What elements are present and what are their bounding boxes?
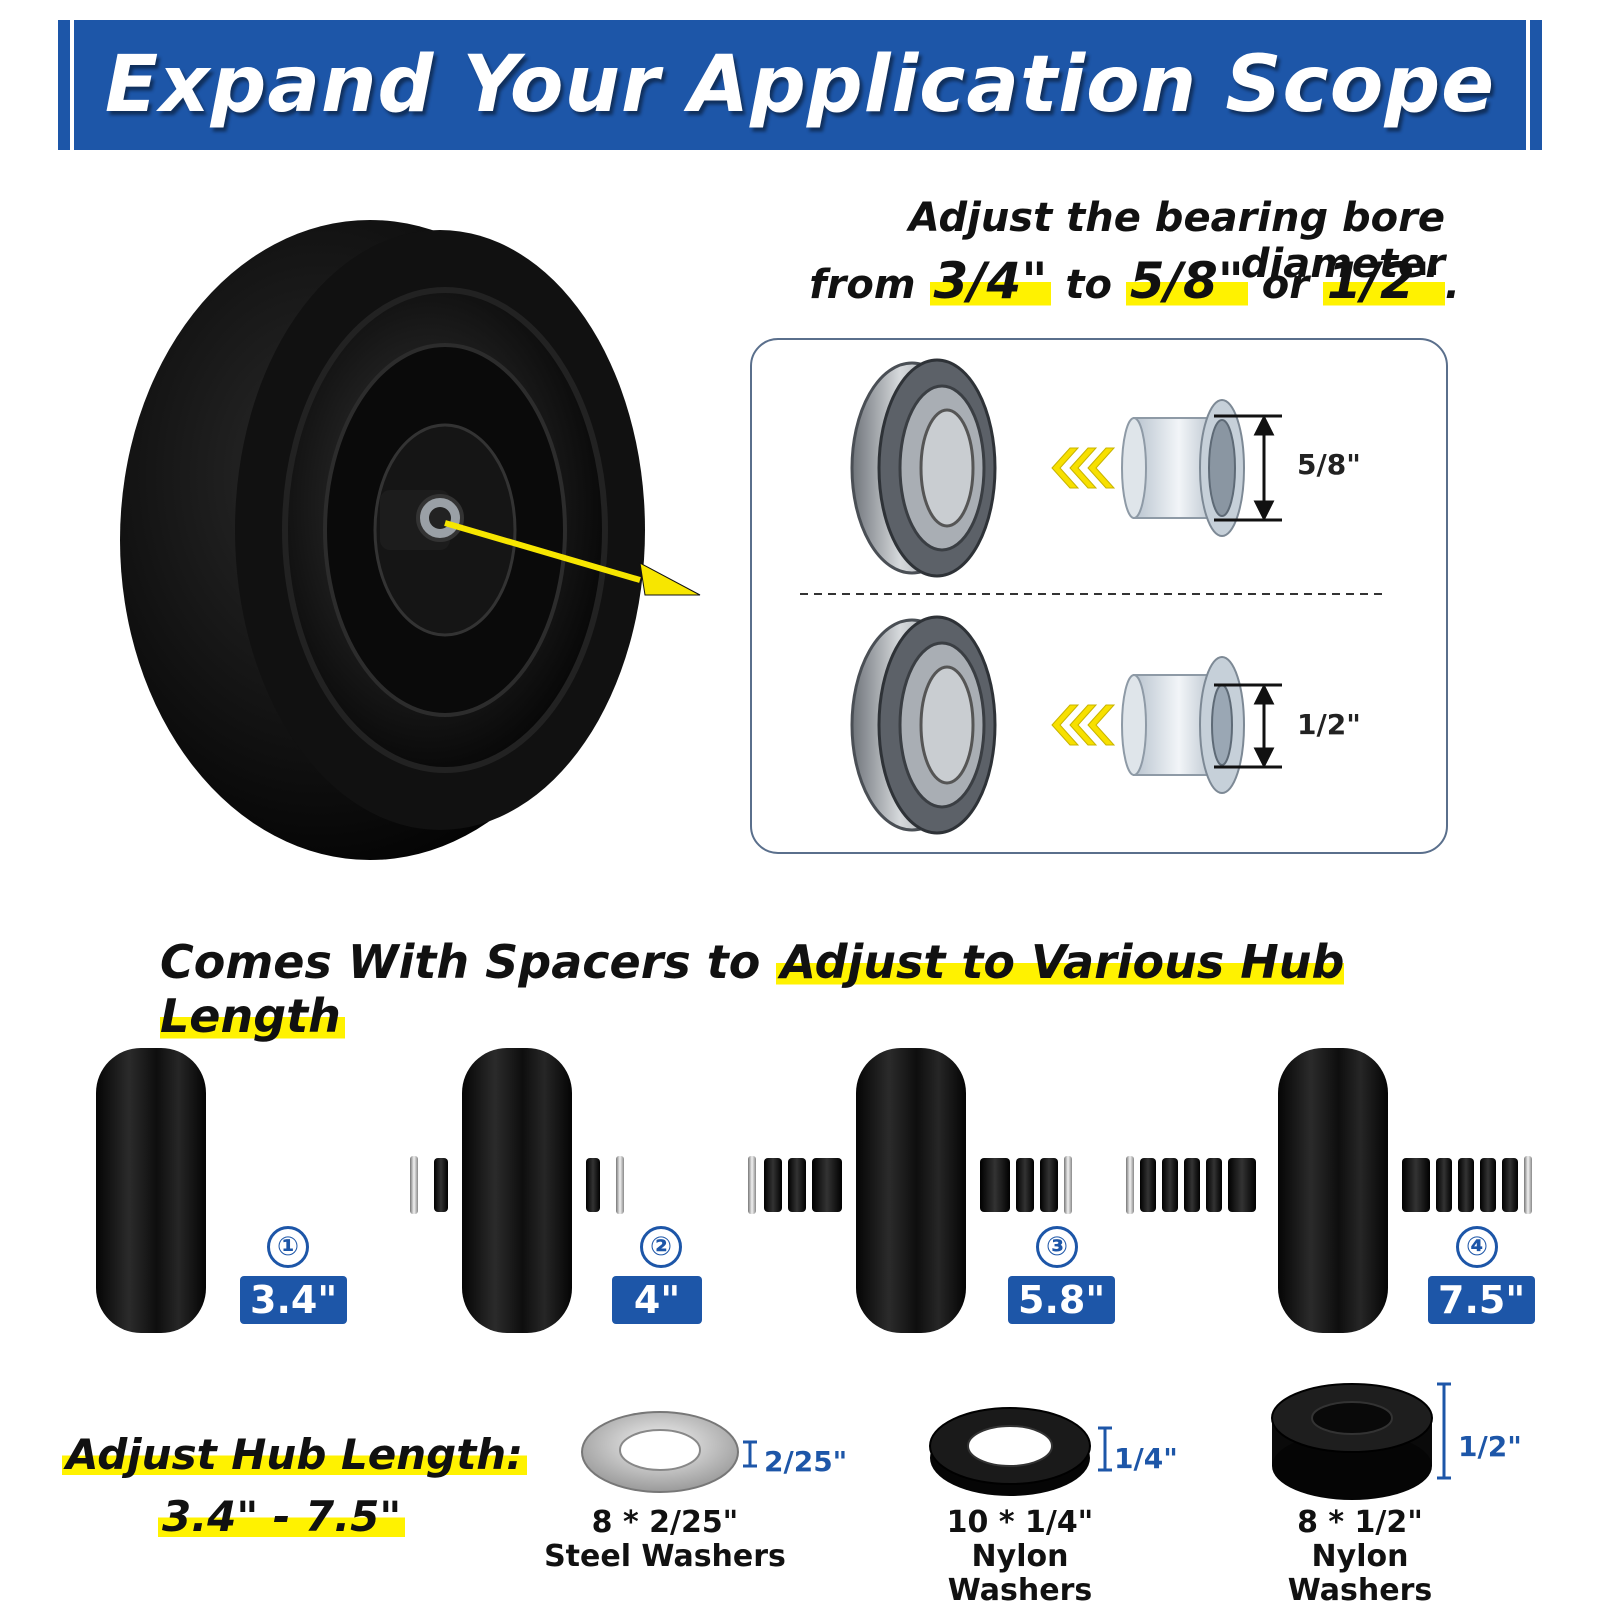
bearing-adapter-illustration (800, 358, 1382, 835)
title-banner: Expand Your Application Scope (58, 20, 1542, 150)
spacers-heading: Comes With Spacers to Adjust to Various … (160, 935, 1460, 1043)
steel-washer-caption: 8 * 2/25" Steel Washers (540, 1506, 790, 1574)
nylon-washer-half-thickness: 1/2" (1458, 1430, 1522, 1463)
config-length-badge-1: 3.4" (240, 1276, 348, 1324)
nylon-washer-quarter (929, 1407, 1112, 1496)
hub-adjust-label-text: Adjust Hub Length: (62, 1430, 527, 1479)
nylon-washer-quarter-type: Nylon Washers (947, 1539, 1093, 1608)
nylon-washer-half-qty: 8 * 1/2" (1297, 1505, 1423, 1540)
nylon-washer-half-type: Nylon Washers (1287, 1539, 1433, 1608)
hub-adjust-range-text: 3.4" - 7.5" (158, 1492, 406, 1541)
wheel-config-2 (410, 1048, 624, 1333)
adapter-half (1121, 656, 1245, 794)
hub-adjust-range: 3.4" - 7.5" (158, 1492, 406, 1541)
config-number-1: ① (267, 1226, 309, 1268)
config-length-badge-2: 4" (612, 1276, 702, 1324)
heading-or: or (1261, 262, 1309, 308)
bearing-adapter-panel: 5/8" 1/2" (750, 338, 1448, 854)
hub-configurations (96, 1048, 1532, 1333)
bearing-top (850, 358, 997, 578)
heading-from: from (809, 262, 916, 308)
nylon-washer-quarter-qty: 10 * 1/4" (946, 1505, 1094, 1540)
size-three-quarter: 3/4" (929, 252, 1052, 310)
bearing-heading-line2: from 3/4" to 5/8" or 1/2". (700, 252, 1460, 310)
steel-washer-thickness: 2/25" (764, 1445, 848, 1478)
steel-washer-qty: 8 * 2/25" (591, 1505, 739, 1540)
size-half: 1/2" (1322, 252, 1445, 310)
config-number-4: ④ (1456, 1226, 1498, 1268)
washers-illustration (581, 1382, 1451, 1500)
banner-title: Expand Your Application Scope (104, 40, 1496, 130)
wheel-config-1 (96, 1048, 206, 1333)
config-number-3: ③ (1036, 1226, 1078, 1268)
size-five-eighth: 5/8" (1125, 252, 1248, 310)
config-number-2: ② (640, 1226, 682, 1268)
wheel-config-4 (1126, 1048, 1532, 1333)
config-length-badge-4: 7.5" (1428, 1276, 1536, 1324)
heading-period: . (1444, 262, 1460, 308)
adapter-bottom-label: 1/2" (1297, 708, 1361, 741)
nylon-washer-quarter-caption: 10 * 1/4" Nylon Washers (895, 1506, 1145, 1608)
heading-to: to (1065, 262, 1112, 308)
bearing-bottom (850, 615, 997, 835)
spacers-heading-plain: Comes With Spacers to (160, 935, 777, 989)
config-length-badge-3: 5.8" (1008, 1276, 1116, 1324)
nylon-washer-quarter-thickness: 1/4" (1114, 1442, 1178, 1475)
steel-washer (581, 1411, 757, 1493)
adapter-five-eighth (1121, 399, 1245, 537)
wheel-config-3 (748, 1048, 1072, 1333)
steel-washer-type: Steel Washers (544, 1539, 786, 1574)
hub-adjust-label: Adjust Hub Length: (62, 1430, 527, 1479)
nylon-washer-half (1271, 1382, 1451, 1500)
adapter-top-label: 5/8" (1297, 448, 1361, 481)
main-wheel-image (120, 220, 701, 860)
nylon-washer-half-caption: 8 * 1/2" Nylon Washers (1235, 1506, 1485, 1608)
